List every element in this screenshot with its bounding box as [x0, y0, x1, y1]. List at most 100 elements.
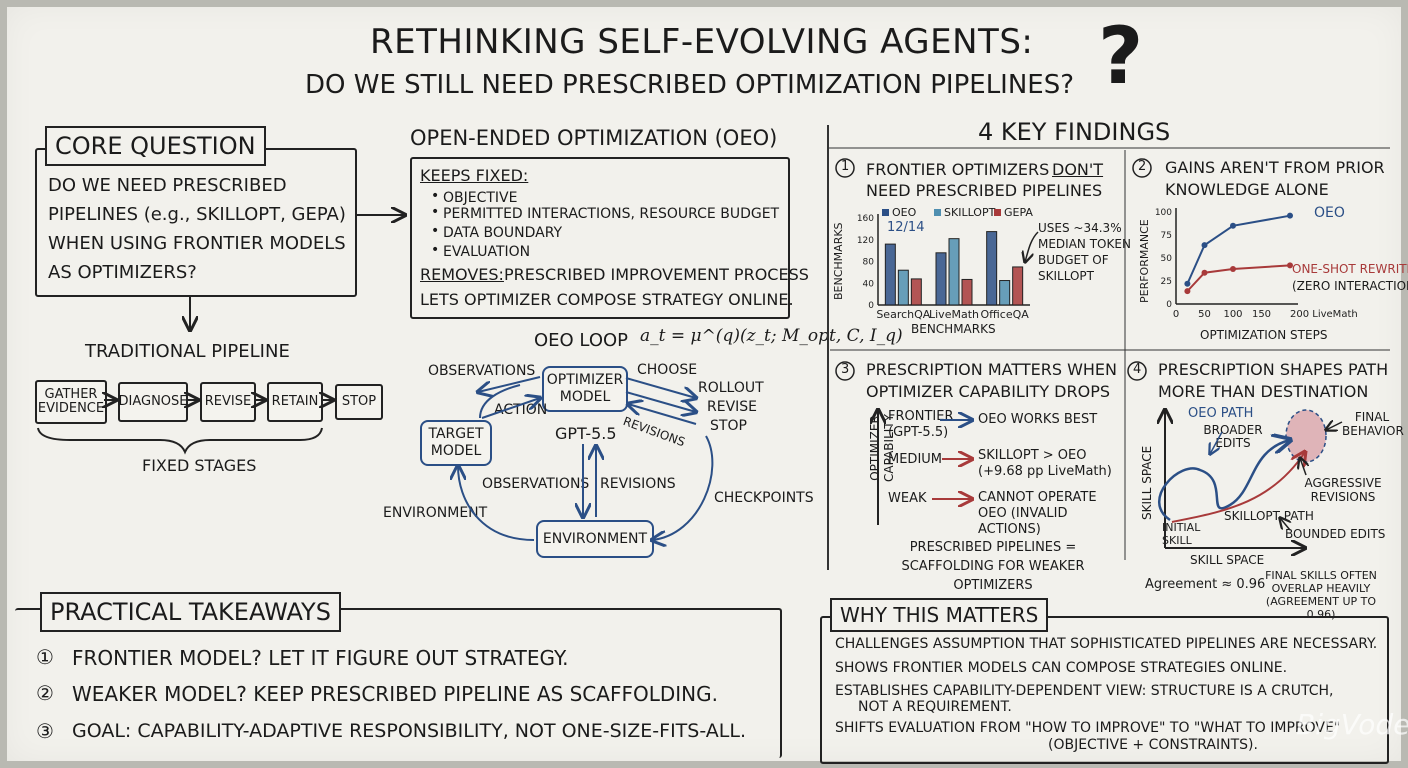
watermark: BigVodev: [1296, 708, 1408, 741]
bar-chart-x-tick-label: OfficeQA: [981, 308, 1030, 321]
bar-chart-x-tick-label: SearchQA: [876, 308, 930, 321]
f4-skillopt-path: SKILLOPT PATH: [1224, 509, 1314, 523]
legend-swatch-gepa: [994, 209, 1001, 216]
stage-retain: RETAIN: [267, 382, 323, 422]
oeo-keep-item: OBJECTIVE: [443, 190, 518, 206]
legend-label-skillopt: SKILLOPT: [944, 206, 996, 219]
bar-oeo-officeqa: [986, 231, 998, 306]
line-point-oeo: [1184, 280, 1191, 287]
arrow-choose: [625, 377, 696, 398]
bar-chart-y-tick-label: 40: [863, 279, 875, 289]
takeaway-num-1: ①: [36, 645, 54, 669]
loop-revisions-mid: REVISIONS: [600, 476, 676, 492]
bar-chart-y-tick-label: 160: [857, 214, 874, 224]
stage-revise: REVISE: [200, 382, 256, 422]
bar-chart-xlabel: BENCHMARKS: [911, 322, 996, 336]
line-legend-oneshot: ONE-SHOT REWRITE: [1292, 262, 1408, 276]
loop-choose: CHOOSE: [637, 362, 698, 378]
bar-gepa-livemath: [961, 278, 973, 306]
line-chart-x-tick-label: 100: [1223, 309, 1242, 320]
f3-title: PRESCRIPTION MATTERS WHEN OPTIMIZER CAPA…: [866, 360, 1117, 401]
line-chart-x-tick-label: 50: [1198, 309, 1211, 320]
f3-number: 3: [841, 362, 850, 377]
f1-note: USES ~34.3% MEDIAN TOKEN BUDGET OF SKILL…: [1038, 220, 1138, 284]
bar-oeo-livemath: [935, 252, 947, 306]
target-model-node: TARGET MODEL: [420, 420, 492, 466]
pipeline-brace: [37, 427, 323, 455]
bar-chart-y-tick-label: 80: [863, 258, 875, 268]
takeaways-box: [15, 608, 782, 758]
loop-revise: REVISE: [707, 399, 758, 415]
why-box: [820, 616, 1389, 764]
oeo-bullet: •: [431, 188, 440, 204]
f3-row-weak-result: CANNOT OPERATE OEO (INVALID ACTIONS): [978, 490, 1097, 537]
takeaway-item-3: GOAL: CAPABILITY-ADAPTIVE RESPONSIBILITY…: [72, 720, 746, 742]
legend-swatch-oeo: [882, 209, 889, 216]
loop-formula: a_t = μ^(q)(z_t; M_opt, C, I_q): [640, 326, 903, 346]
bar-skillopt-officeqa: [999, 280, 1011, 306]
gpt-label: GPT-5.5: [555, 424, 617, 443]
core-question-line: PIPELINES (e.g., SKILLOPT, GEPA): [48, 204, 346, 225]
loop-checkpoints: CHECKPOINTS: [714, 490, 814, 506]
f1-legend-gepa: GEPA: [994, 206, 1033, 219]
line-point-one-shot: [1184, 288, 1191, 295]
core-question-line: AS OPTIMIZERS?: [48, 262, 197, 283]
optimizer-model-node: OPTIMIZER MODEL: [542, 366, 628, 412]
f4-x-axis: SKILL SPACE: [1190, 553, 1265, 567]
oeo-keep-item: EVALUATION: [443, 244, 531, 260]
pipeline-caption: FIXED STAGES: [142, 456, 257, 475]
oeo-keep-item: DATA BOUNDARY: [443, 225, 563, 241]
takeaway-item-1: FRONTIER MODEL? LET IT FIGURE OUT STRATE…: [72, 646, 569, 670]
oeo-title: OPEN-ENDED OPTIMIZATION (OEO): [410, 126, 778, 150]
f1-note-text: USES ~34.3% MEDIAN TOKEN BUDGET OF SKILL…: [1038, 221, 1131, 283]
line-chart-y-tick-label: 0: [1166, 300, 1172, 310]
f4-aggressive: AGGRESSIVE REVISIONS: [1304, 476, 1382, 504]
bar-gepa-searchqa: [910, 278, 922, 306]
f4-oeo-path: OEO PATH: [1188, 406, 1254, 421]
oeo-lets-text: LETS OPTIMIZER COMPOSE STRATEGY ONLINE.: [420, 290, 794, 309]
f4-broader: BROADER EDITS: [1203, 423, 1263, 450]
f4-initial: INITIAL SKILL: [1162, 521, 1201, 547]
why-header: WHY THIS MATTERS: [830, 598, 1049, 632]
title-question-mark: ?: [1098, 12, 1144, 102]
core-question-line: WHEN USING FRONTIER MODELS: [48, 233, 346, 254]
loop-arc: [479, 384, 521, 419]
f1-note-arrow: [1025, 231, 1039, 262]
oeo-box: [410, 157, 790, 319]
line-series-one-shot: [1186, 264, 1291, 292]
core-question-text: DO WE NEED PRESCRIBED PIPELINES (e.g., S…: [48, 171, 346, 287]
findings-title: 4 KEY FINDINGS: [978, 118, 1171, 146]
oeo-bullet: •: [431, 204, 440, 220]
oeo-removes-label: REMOVES:: [420, 265, 504, 284]
line-legend-oeo: OEO: [1314, 205, 1345, 221]
f4-bounded: BOUNDED EDITS: [1285, 527, 1386, 541]
oeo-removes-text: PRESCRIBED IMPROVEMENT PROCESS: [504, 265, 809, 284]
f4-oeo-path-line: [1158, 440, 1290, 522]
oeo-bullet: •: [431, 223, 440, 239]
oeo-keep-item: PERMITTED INTERACTIONS, RESOURCE BUDGET: [443, 206, 780, 222]
f4-circle: [1127, 361, 1147, 381]
line-chart-y-tick-label: 25: [1161, 277, 1172, 287]
loop-observations-top: OBSERVATIONS: [428, 363, 536, 379]
arrow-rollout: [625, 391, 696, 412]
why-line: CHALLENGES ASSUMPTION THAT SOPHISTICATED…: [835, 636, 1378, 652]
f4-number: 4: [1133, 362, 1142, 377]
f2-circle: [1132, 158, 1152, 178]
line-chart-x-tick-label: 200 LiveMath: [1290, 309, 1358, 320]
line-point-one-shot: [1230, 266, 1236, 273]
f3-row-medium-result: SKILLOPT > OEO (+9.68 pp LiveMath): [978, 448, 1112, 479]
f1-title-a: FRONTIER OPTIMIZERS: [866, 160, 1050, 179]
stage-gather-evidence: GATHER EVIDENCE: [35, 380, 107, 424]
bar-chart-y-tick-label: 120: [857, 236, 874, 246]
core-question-line: DO WE NEED PRESCRIBED: [48, 175, 287, 196]
pipeline-title: TRADITIONAL PIPELINE: [85, 341, 290, 362]
line-chart-y-tick-label: 75: [1161, 231, 1172, 241]
f4-broader-arrow: [1210, 431, 1223, 454]
bar-gepa-officeqa: [1012, 266, 1024, 306]
takeaway-item-2: WEAKER MODEL? KEEP PRESCRIBED PIPELINE A…: [72, 682, 718, 706]
line-point-one-shot: [1287, 262, 1293, 269]
f3-row-frontier-result: OEO WORKS BEST: [978, 412, 1098, 427]
bar-skillopt-livemath: [948, 238, 960, 306]
